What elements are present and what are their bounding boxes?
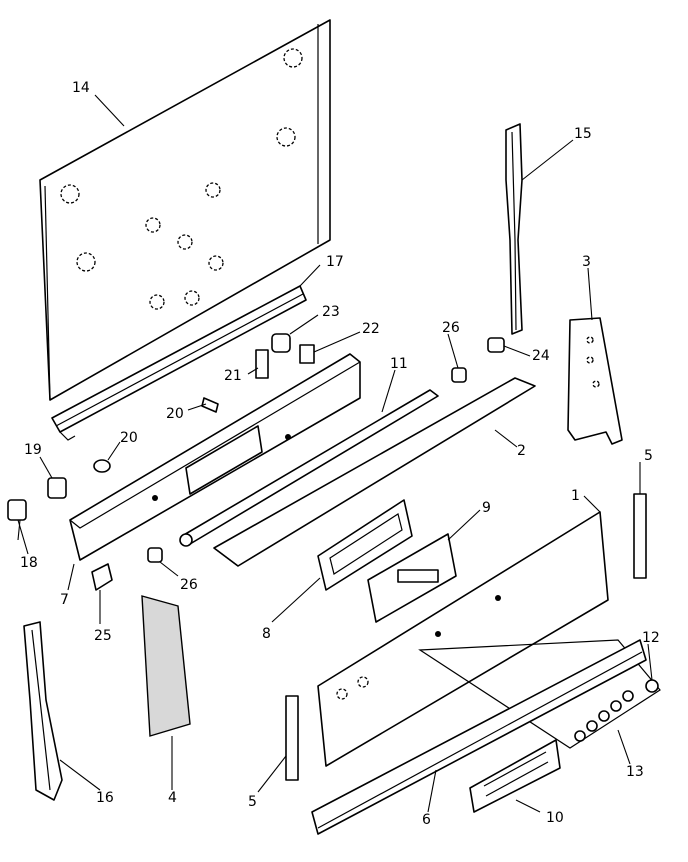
callout-labels: 14 15 3 17 23 22 26 24 21 11 20 20 2 5 1… [20, 80, 660, 828]
callout-18: 18 [20, 555, 38, 571]
callout-24: 24 [532, 348, 550, 364]
callout-20-upper: 20 [166, 406, 184, 422]
part-control-panel [317, 511, 609, 767]
callout-2: 2 [517, 443, 526, 459]
part-end-bracket [567, 317, 623, 445]
callout-19: 19 [24, 442, 42, 458]
callout-23: 23 [322, 304, 340, 320]
callout-22: 22 [362, 321, 380, 337]
part-side-bracket-right [505, 123, 523, 335]
callout-5-right: 5 [644, 448, 653, 464]
leader-lines [17, 94, 653, 813]
part-trim-strip [213, 377, 536, 567]
callout-5-left: 5 [248, 794, 257, 810]
callout-8: 8 [262, 626, 271, 642]
part-clip-25 [91, 563, 113, 591]
callout-14: 14 [72, 80, 90, 96]
callout-4: 4 [168, 790, 177, 806]
part-display-frame [317, 499, 413, 591]
callout-20-lower: 20 [120, 430, 138, 446]
part-connectors [7, 477, 67, 541]
part-vent-grille [469, 739, 561, 813]
callout-9: 9 [482, 500, 491, 516]
part-tube [179, 389, 439, 547]
callout-15: 15 [574, 126, 592, 142]
part-back-panel [39, 19, 331, 401]
callout-13: 13 [626, 764, 644, 780]
part-bottom-rail [311, 639, 647, 835]
callout-1: 1 [571, 488, 580, 504]
callout-3: 3 [582, 254, 591, 270]
part-insulation-pad [141, 595, 191, 737]
part-mounting-rail [69, 353, 361, 561]
callout-10: 10 [546, 810, 564, 826]
callout-11: 11 [390, 356, 408, 372]
part-end-caps [285, 493, 647, 781]
callout-7: 7 [60, 592, 69, 608]
part-knob-12 [645, 679, 659, 693]
callout-17: 17 [326, 254, 344, 270]
callout-12: 12 [642, 630, 660, 646]
callout-25: 25 [94, 628, 112, 644]
part-side-bracket-left [23, 621, 63, 801]
callout-6: 6 [422, 812, 431, 828]
callout-26-top: 26 [442, 320, 460, 336]
part-channel-strip [51, 285, 307, 441]
part-small-clips [93, 333, 505, 563]
callout-26-bottom: 26 [180, 577, 198, 593]
callout-16: 16 [96, 790, 114, 806]
callout-21: 21 [224, 368, 242, 384]
part-control-module [367, 533, 457, 623]
